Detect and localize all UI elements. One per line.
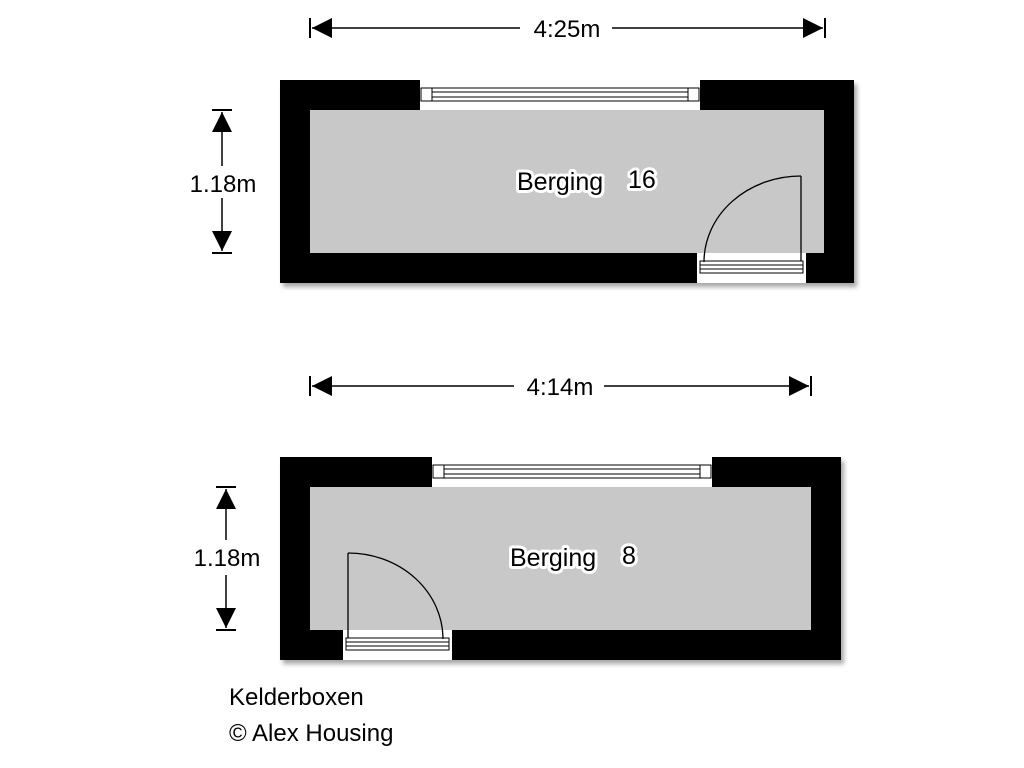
width-dimension: 4:25m — [309, 16, 826, 43]
room-number: 8 — [622, 542, 636, 570]
floor — [310, 110, 824, 253]
door — [697, 175, 806, 283]
caption-title: Kelderboxen — [229, 684, 364, 711]
width-dimension: 4:14m — [309, 374, 812, 401]
width-label: 4:14m — [527, 374, 594, 401]
room-name: Berging — [517, 168, 603, 196]
depth-dimension: 1.18m — [194, 486, 261, 631]
door — [343, 552, 452, 660]
depth-label: 1.18m — [190, 171, 257, 198]
window — [432, 457, 712, 487]
caption-copyright: © Alex Housing — [229, 720, 393, 747]
room-name: Berging — [510, 544, 596, 572]
floor — [310, 487, 811, 630]
depth-dimension: 1.18m — [186, 109, 260, 254]
plan-berging-8: 4:14m 1.18m Berging — [194, 374, 841, 660]
room-number: 16 — [628, 166, 656, 194]
walls — [280, 457, 841, 660]
depth-label: 1.18m — [194, 545, 261, 572]
plan-berging-16: 4:25m 1.18m Berging — [186, 16, 854, 283]
width-label: 4:25m — [534, 16, 601, 43]
window — [420, 80, 700, 110]
